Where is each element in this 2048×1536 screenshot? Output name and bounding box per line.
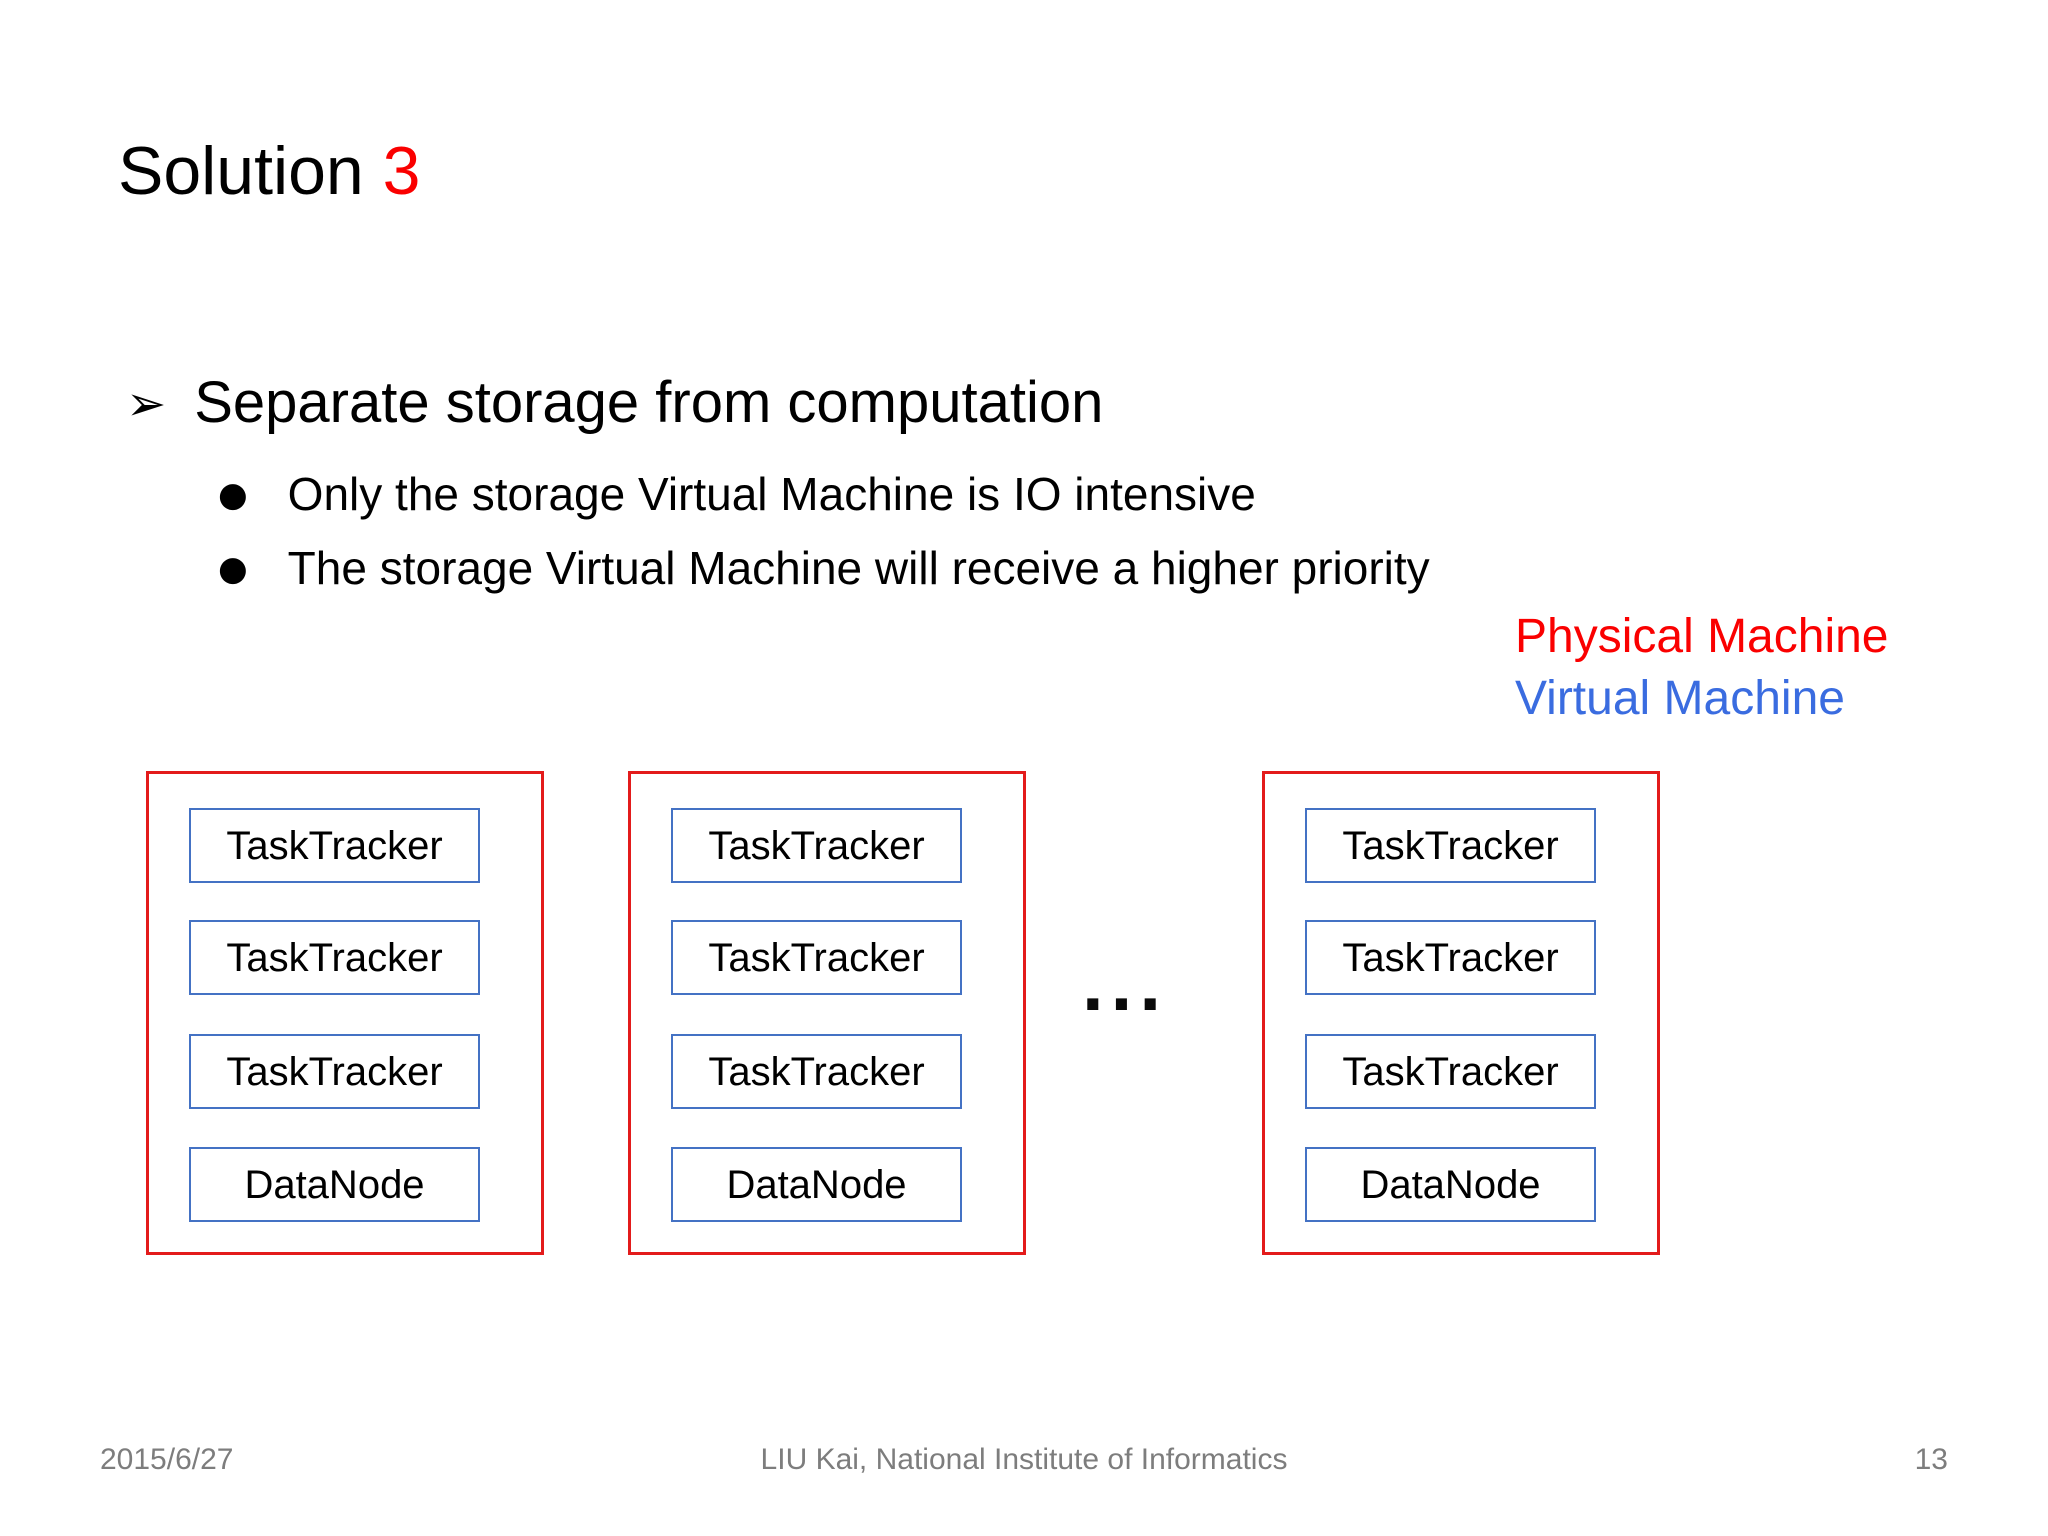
- virtual-machine-node: TaskTracker: [189, 1034, 480, 1109]
- more-machines-ellipsis: ...: [1082, 939, 1169, 1027]
- virtual-machine-node: TaskTracker: [1305, 808, 1596, 883]
- title-number: 3: [382, 133, 421, 209]
- arrow-bullet-icon: ➢: [126, 376, 167, 432]
- sub-bullet-higher-priority: ● The storage Virtual Machine will recei…: [218, 540, 1430, 598]
- physical-machine-box-1: TaskTracker TaskTracker TaskTracker Data…: [146, 771, 544, 1255]
- legend-physical-machine: Physical Machine: [1515, 610, 1889, 663]
- legend-virtual-machine: Virtual Machine: [1515, 672, 1845, 725]
- slide-footer: 2015/6/27 LIU Kai, National Institute of…: [0, 1443, 2048, 1483]
- virtual-machine-node: TaskTracker: [189, 808, 480, 883]
- virtual-machine-node: TaskTracker: [671, 920, 962, 995]
- virtual-machine-node: TaskTracker: [1305, 1034, 1596, 1109]
- dot-bullet-icon: ●: [218, 475, 248, 515]
- virtual-machine-node: TaskTracker: [671, 1034, 962, 1109]
- physical-machine-box-2: TaskTracker TaskTracker TaskTracker Data…: [628, 771, 1026, 1255]
- virtual-machine-node: TaskTracker: [671, 808, 962, 883]
- sub-bullet-io-intensive: ● Only the storage Virtual Machine is IO…: [218, 466, 1256, 524]
- bullet-l1-text: Separate storage from computation: [194, 370, 1104, 435]
- sub-bullet-text: The storage Virtual Machine will receive…: [287, 542, 1430, 594]
- footer-page-number: 13: [1914, 1443, 1948, 1476]
- title-text: Solution: [118, 133, 383, 209]
- virtual-machine-node: TaskTracker: [189, 920, 480, 995]
- footer-author: LIU Kai, National Institute of Informati…: [760, 1443, 1288, 1476]
- virtual-machine-node-datanode: DataNode: [671, 1147, 962, 1222]
- legend: Physical Machine Virtual Machine: [1515, 606, 1889, 730]
- bullet-separate-storage: ➢ Separate storage from computation: [126, 368, 1103, 438]
- footer-date: 2015/6/27: [100, 1443, 234, 1476]
- virtual-machine-node-datanode: DataNode: [189, 1147, 480, 1222]
- virtual-machine-node-datanode: DataNode: [1305, 1147, 1596, 1222]
- virtual-machine-node: TaskTracker: [1305, 920, 1596, 995]
- dot-bullet-icon: ●: [218, 549, 248, 589]
- sub-bullet-text: Only the storage Virtual Machine is IO i…: [287, 468, 1256, 520]
- page-title: Solution 3: [118, 132, 420, 210]
- physical-machine-box-3: TaskTracker TaskTracker TaskTracker Data…: [1262, 771, 1660, 1255]
